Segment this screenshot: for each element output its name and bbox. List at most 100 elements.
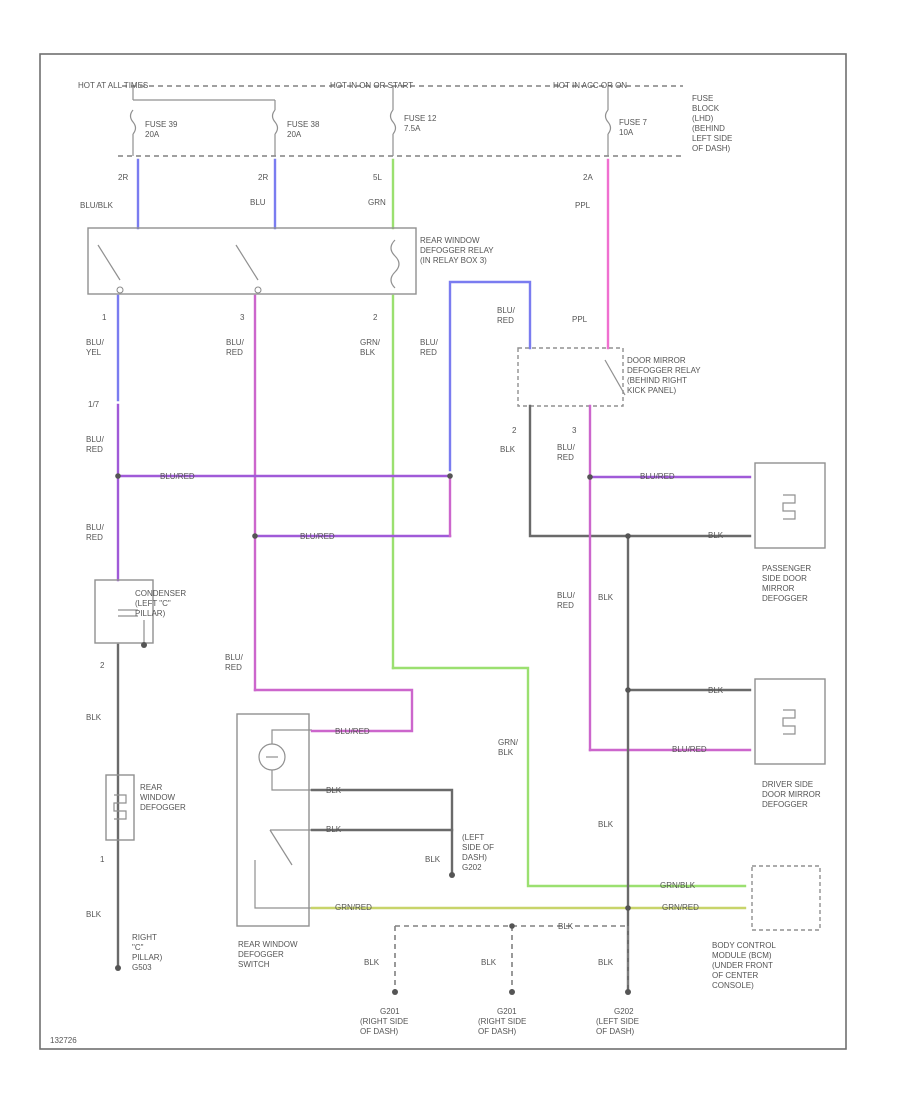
wire-label-blu-red-d: BLU/RED [225, 653, 244, 672]
pin-2a: 2A [583, 173, 593, 182]
wire-label-blk-j: BLK [326, 825, 342, 834]
g201a-ground [392, 989, 398, 995]
wire-blu-red-relay-out [448, 280, 532, 472]
wire-label-blu: BLU [250, 198, 266, 207]
rear-window-defogger [105, 774, 135, 841]
relay-switch-1 [97, 244, 124, 294]
splice-2 [447, 473, 453, 479]
wire-label-blu-red-c: BLU/RED [226, 338, 245, 357]
fuse-39-rating: 20A [145, 130, 160, 139]
fuse-12-label: FUSE 12 [404, 114, 437, 123]
relay-switch-2 [235, 244, 262, 294]
footer-code: 132726 [50, 1036, 77, 1045]
bus-label-hot-in-acc-on: HOT IN ACC OR ON [553, 81, 627, 90]
wire-label-blu-red-l: BLU/RED [640, 472, 675, 481]
bus-label-hot-at-all-times: HOT AT ALL TIMES [78, 81, 148, 90]
wire-label-blk-a: BLK [500, 445, 516, 454]
diagram-frame [39, 53, 847, 1050]
g202-ground [625, 989, 631, 995]
driver-heater-element [782, 709, 796, 735]
g-left-ground [449, 872, 455, 878]
wire-label-blu-red-j: BLU/RED [160, 472, 195, 481]
wire-label-grn-blk: GRN/BLK [360, 338, 381, 357]
wire-label-blk-e: BLK [598, 958, 614, 967]
condenser-ground [141, 642, 147, 648]
fuse-7-label: FUSE 7 [619, 118, 648, 127]
wire-label-blk-n: BLK [481, 958, 497, 967]
wire-label-blk-i: BLK [326, 786, 342, 795]
splice-4 [587, 474, 593, 480]
wire-label-blu-red-f: BLU/RED [497, 306, 516, 325]
wire-label-blu-red-n: BLU/RED [335, 727, 370, 736]
splice-5 [625, 533, 631, 539]
wire-label-blk-d: BLK [598, 820, 614, 829]
mirror-relay-switch [604, 359, 626, 396]
passenger-side-mirror-defogger [754, 462, 826, 549]
wire-grn-blk-to-bcm [391, 666, 747, 888]
wire-label-grn-blk-c: GRN/BLK [660, 881, 696, 890]
pin-2r-a: 2R [118, 173, 128, 182]
switch-inner-wire [271, 770, 312, 791]
wire-label-blk-k: BLK [425, 855, 441, 864]
wire-label-blk-g: BLK [86, 713, 102, 722]
wire-label-blu-red-a: BLU/RED [86, 435, 105, 454]
bus-label-hot-in-on-start: HOT IN ON OR START [330, 81, 413, 90]
wire-label-ppl-2: PPL [572, 315, 588, 324]
wire-label-grn-blk-b: GRN/BLK [498, 738, 519, 757]
pin-5l: 5L [373, 173, 382, 182]
fuse-38: FUSE 38 20A [271, 109, 320, 156]
wire-label-blk-b: BLK [708, 531, 724, 540]
g503-ground [115, 965, 121, 971]
switch-lever [269, 829, 293, 866]
pin-2: 2 [373, 313, 378, 322]
door-mirror-defogger-relay [517, 347, 624, 407]
wire-label-grn-red-b: GRN/RED [662, 903, 699, 912]
pin-2c: 2 [100, 661, 105, 670]
wire-label-grn-red: GRN/RED [335, 903, 372, 912]
wire-blk-switch-2 [310, 828, 454, 877]
switch-inner-wire-4 [254, 860, 312, 909]
g503-label: RIGHT"C"PILLAR)G503 [132, 933, 163, 972]
wire-label-blu-red-b: BLU/RED [86, 523, 105, 542]
body-control-module [751, 865, 821, 931]
wire-label-blu-red-m: BLU/RED [672, 745, 707, 754]
fuse-38-label: FUSE 38 [287, 120, 320, 129]
wire-label-blu-blk: BLU/BLK [80, 201, 114, 210]
wire-label-blk-c: BLK [598, 593, 614, 602]
wire-label-blu-red-e: BLU/RED [420, 338, 439, 357]
condenser-label: CONDENSER(LEFT "C"PILLAR) [135, 589, 186, 618]
wire-blu-red-to-switch [253, 688, 414, 733]
wire-blk-switch-1 [310, 788, 454, 832]
driver-side-mirror-defogger [754, 678, 826, 765]
wire-label-blk-m: BLK [364, 958, 380, 967]
wire-label-blk-l: BLK [558, 922, 574, 931]
pin-3b: 3 [572, 426, 577, 435]
switch-inner-wire-2 [271, 729, 312, 744]
rear-window-defogger-relay [87, 227, 417, 295]
wire-blk-mirror-ground [528, 404, 752, 538]
wire-label-blk-h: BLK [86, 910, 102, 919]
wire-label-blu-yel: BLU/YEL [86, 338, 105, 357]
rear-window-defogger-switch [236, 713, 310, 927]
wire-label-ppl: PPL [575, 201, 591, 210]
wire-label-blu-red-h: BLU/RED [557, 591, 576, 610]
fuse-12-rating: 7.5A [404, 124, 421, 133]
rear-defogger-element [113, 794, 127, 820]
fuse-39: FUSE 39 20A [129, 109, 178, 156]
splice-6 [625, 687, 631, 693]
wire-label-blu-red-k: BLU/RED [300, 532, 335, 541]
wire-label-blk-f: BLK [708, 686, 724, 695]
splice-1 [115, 473, 121, 479]
